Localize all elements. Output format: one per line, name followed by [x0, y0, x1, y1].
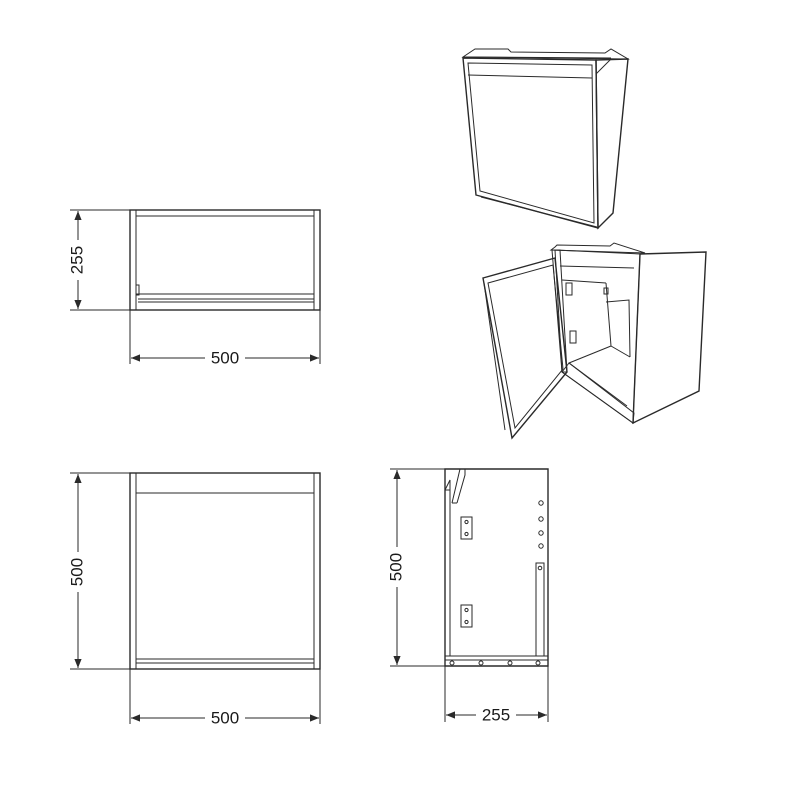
top-width-label: 500 — [211, 348, 239, 367]
front-width-label: 500 — [211, 708, 239, 727]
side-view: 500 255 — [385, 468, 549, 725]
top-view: 255 500 — [66, 209, 321, 368]
front-view: 500 500 — [66, 472, 321, 728]
top-depth-dimension: 255 — [66, 209, 130, 311]
side-depth-label: 255 — [482, 705, 510, 724]
bracket-upper — [460, 516, 473, 540]
side-height-dimension: 500 — [385, 468, 445, 667]
front-height-dimension: 500 — [66, 472, 130, 670]
top-depth-label: 255 — [67, 246, 86, 274]
isometric-open-view — [482, 242, 707, 440]
bracket-lower — [460, 604, 473, 628]
front-height-label: 500 — [67, 558, 86, 586]
top-width-dimension: 500 — [129, 310, 321, 368]
isometric-closed-view — [461, 48, 630, 230]
side-height-label: 500 — [386, 553, 405, 581]
side-depth-dimension: 255 — [444, 666, 549, 725]
front-width-dimension: 500 — [129, 669, 321, 728]
